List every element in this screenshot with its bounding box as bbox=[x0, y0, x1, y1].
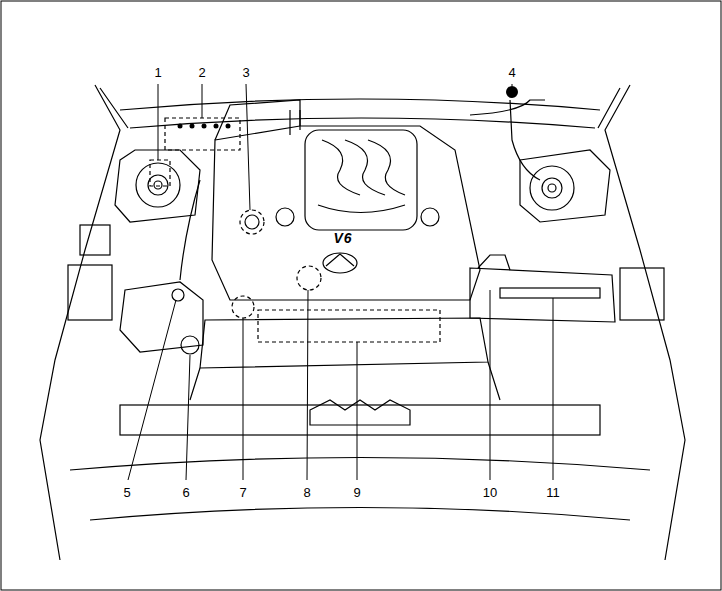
battery-terminals bbox=[178, 86, 519, 129]
callout-number: 5 bbox=[121, 485, 132, 500]
callout-number: 8 bbox=[301, 485, 312, 500]
callout-highlights bbox=[150, 118, 440, 342]
callout-number: 11 bbox=[544, 485, 562, 500]
leader-lines bbox=[128, 84, 553, 480]
callout-number: 3 bbox=[240, 65, 251, 80]
callout-number: 2 bbox=[196, 65, 207, 80]
engine-badge: V6 bbox=[331, 231, 354, 246]
callout-number: 7 bbox=[237, 485, 248, 500]
callout-number: 1 bbox=[152, 65, 163, 80]
callout-number: 6 bbox=[180, 485, 191, 500]
callout-number: 10 bbox=[481, 485, 499, 500]
callout-number: 9 bbox=[351, 485, 362, 500]
callout-number: 4 bbox=[506, 65, 517, 80]
